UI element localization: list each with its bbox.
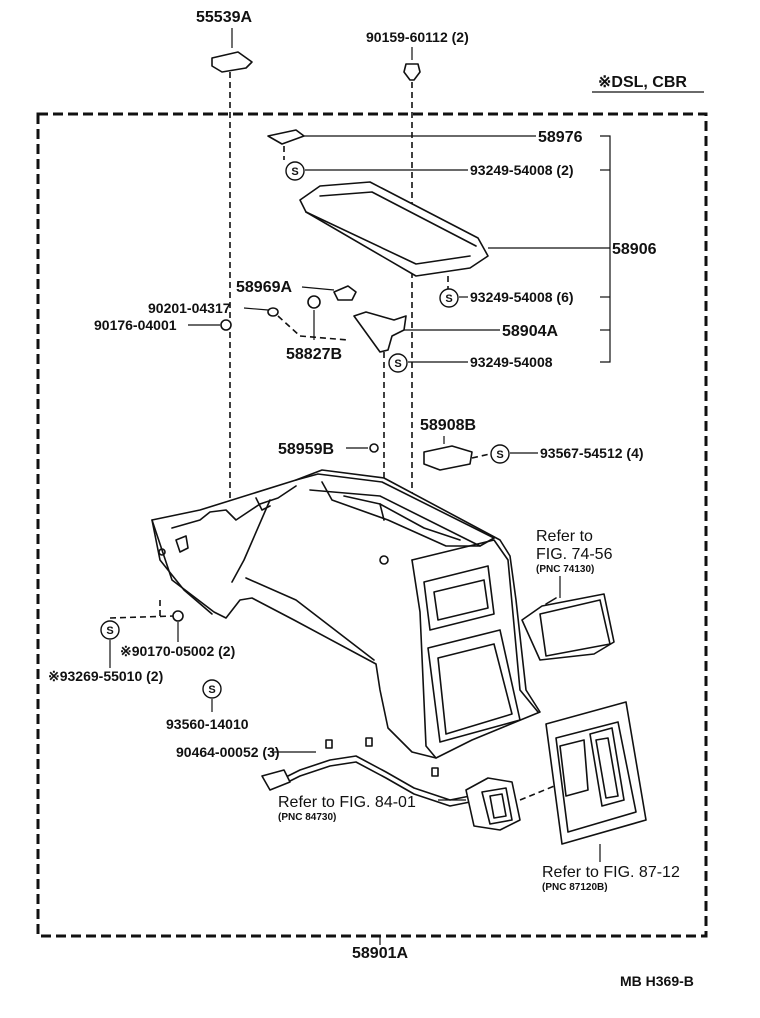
ref-pnc-74130: (PNC 74130)	[536, 564, 594, 575]
pin-58959B-icon	[369, 443, 379, 453]
variant-note: ※DSL, CBR	[592, 74, 704, 93]
clamp-3-icon	[431, 767, 439, 777]
screw-symbol-s-3: S	[388, 353, 408, 373]
ref-fig-74-56-line2[interactable]: FIG. 74-56	[536, 546, 613, 563]
label-93249-6[interactable]: 93249-54008 (6)	[470, 289, 574, 305]
label-93560[interactable]: 93560-14010	[166, 716, 249, 732]
label-90170[interactable]: ※90170-05002 (2)	[120, 643, 235, 659]
ref-pnc-87120B: (PNC 87120B)	[542, 882, 608, 893]
label-58904A[interactable]: 58904A	[502, 323, 558, 340]
label-90159[interactable]: 90159-60112 (2)	[366, 29, 469, 45]
clip-58908B-icon	[423, 445, 473, 471]
ref-fig-87-12[interactable]: Refer to FIG. 87-12	[542, 864, 680, 881]
label-58969A[interactable]: 58969A	[236, 279, 292, 296]
connector-icon	[261, 769, 291, 791]
svg-text:S: S	[106, 625, 113, 637]
label-93249-2[interactable]: 93249-54008 (2)	[470, 162, 574, 178]
grommet-58827B-icon	[307, 295, 321, 309]
cap-55539A-icon	[211, 51, 253, 73]
washer-90176-icon	[220, 319, 232, 331]
screw-symbol-s-4: S	[490, 444, 510, 464]
svg-text:S: S	[496, 449, 503, 461]
clip-58969A-icon	[333, 285, 357, 301]
svg-text:S: S	[208, 684, 215, 696]
label-58959B[interactable]: 58959B	[278, 441, 334, 458]
switch-84-01-icon	[465, 777, 521, 831]
assembly-boundary	[36, 112, 708, 938]
screw-90159-icon	[403, 63, 421, 81]
label-93567[interactable]: 93567-54512 (4)	[540, 445, 644, 461]
screw-symbol-s-1: S	[285, 161, 305, 181]
figure-code: MB H369-B	[620, 973, 694, 989]
label-58901A[interactable]: 58901A	[352, 945, 408, 962]
label-58906[interactable]: 58906	[612, 241, 657, 258]
label-58908B[interactable]: 58908B	[420, 417, 476, 434]
label-58976[interactable]: 58976	[538, 129, 583, 146]
bracket-58904A-icon	[353, 311, 407, 353]
label-93249[interactable]: 93249-54008	[470, 354, 553, 370]
label-55539A[interactable]: 55539A	[196, 9, 252, 26]
label-90464[interactable]: 90464-00052 (3)	[176, 744, 280, 760]
ref-pnc-84730: (PNC 84730)	[278, 812, 336, 823]
label-93269[interactable]: ※93269-55010 (2)	[48, 668, 163, 684]
svg-text:S: S	[394, 358, 401, 370]
ref-fig-84-01[interactable]: Refer to FIG. 84-01	[278, 794, 416, 811]
variant-note-text: ※DSL, CBR	[598, 74, 687, 91]
nut-90201-icon	[267, 307, 279, 317]
svg-text:S: S	[291, 166, 298, 178]
label-90176[interactable]: 90176-04001	[94, 317, 177, 333]
armrest-lid-58906-icon	[299, 181, 489, 277]
nut-90170-icon	[172, 610, 184, 622]
clamp-2-icon	[365, 737, 373, 747]
svg-text:S: S	[445, 293, 452, 305]
label-58827B[interactable]: 58827B	[286, 346, 342, 363]
clamp-1-icon	[325, 739, 333, 749]
console-body-58901A	[151, 469, 541, 759]
wiring-harness	[283, 755, 471, 801]
bracket-58976-icon	[267, 129, 305, 145]
screw-symbol-s-5: S	[100, 620, 120, 640]
screw-symbol-s-6: S	[202, 679, 222, 699]
screw-symbol-s-2: S	[439, 288, 459, 308]
ref-fig-74-56-line1[interactable]: Refer to	[536, 528, 593, 545]
label-90201[interactable]: 90201-04317	[148, 300, 231, 316]
